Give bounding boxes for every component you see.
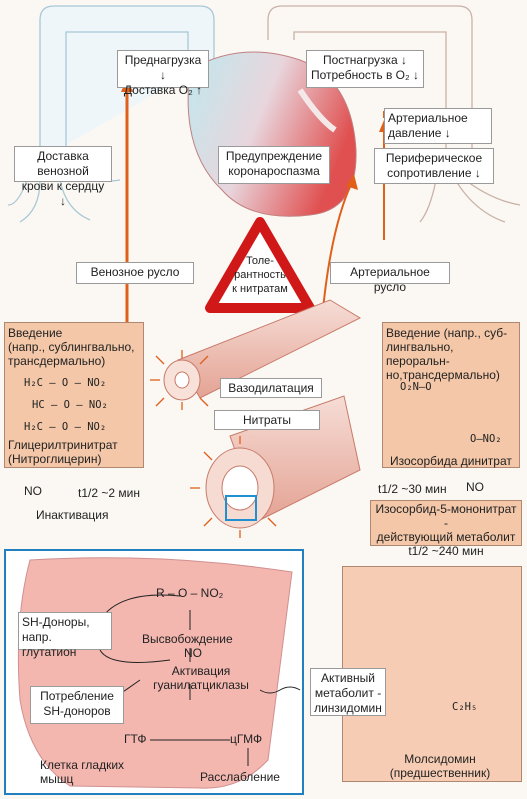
isdn-formula-top: O₂N–O [400, 381, 432, 393]
venous-bed-label: Венозное русло [76, 262, 194, 284]
coronary-spasm-label: Предупреждение коронароспазма [218, 146, 330, 184]
preload-label: Преднагрузка ↓ Доставка O₂ ↑ [117, 50, 209, 97]
nitrates-label: Нитраты [214, 410, 320, 430]
gtn-name: Глицерилтринитрат (Нитроглицерин) [8, 438, 118, 466]
coronary-vessel [297, 88, 337, 133]
molsidomine-name: Молсидомин (предшественник) [389, 752, 491, 780]
arterial-pressure-label: Артериальное давление ↓ [384, 108, 492, 144]
smooth-muscle-label: Клетка гладких мышц [40, 758, 125, 786]
molsidomine-formula: C₂H₅ [452, 701, 478, 713]
arterial-vessel-loop [267, 5, 521, 223]
afterload-label: Постнагрузка ↓ Потребность в O₂ ↓ [306, 50, 424, 88]
nitrate-tolerance-label: Толе- рантность к нитратам [232, 255, 288, 295]
no-label: NO [184, 646, 202, 660]
release-label: Высвобождение [142, 632, 233, 646]
gtn-formula-line-1: H₂C – O – NO₂ [24, 377, 107, 389]
peripheral-resistance-label: Периферическое сопротивление ↓ [374, 148, 494, 184]
isdn-name: Изосорбида динитрат [390, 454, 512, 468]
isdn-no: NO [466, 480, 484, 494]
ono2-formula: R – O – NO₂ [156, 586, 224, 600]
gtn-no: NO [24, 484, 42, 498]
active-metabolite-label: Активный метаболит - линзидомин [310, 668, 386, 716]
gtn-formula-line-3: H₂C – O – NO₂ [24, 421, 107, 433]
metabolite-box [370, 500, 522, 546]
cgmp-label: цГМФ [230, 732, 263, 746]
gtn-formula-line-2: HC – O – NO₂ [32, 399, 108, 411]
metabolite-text: Изосорбид-5-мононитрат - действующий мет… [375, 502, 517, 558]
gtn-route: Введение (напр., сублингвально, трансдер… [8, 326, 135, 368]
vasodilation-label: Вазодилатация [220, 378, 322, 398]
gtp-label: ГТФ [124, 732, 147, 746]
gtn-half-life: t1/2 ~2 мин [78, 486, 140, 500]
sh-consumption-label: Потребление SH-доноров [30, 686, 124, 724]
guanylate-activation-label: Активация гуанилатциклазы [153, 664, 249, 692]
venous-return-label: Доставка венозной крови к сердцу ↓ [14, 146, 112, 208]
isdn-route: Введение (напр., суб- лингвально, перора… [386, 326, 508, 382]
isdn-box [382, 322, 520, 468]
gtn-inactivation: Инактивация [36, 508, 109, 522]
relaxation-label: Расслабление [200, 770, 280, 784]
isdn-formula-bottom: O–NO₂ [470, 433, 502, 445]
vasodilation-rays [150, 350, 277, 538]
gtn-box [4, 322, 144, 468]
arterial-bed-label: Артериальное русло [330, 262, 450, 294]
warning-triangle [205, 217, 315, 313]
sh-donors-label: SH-Доноры, напр. глутатион [18, 612, 112, 659]
isdn-half-life: t1/2 ~30 мин [378, 482, 447, 496]
